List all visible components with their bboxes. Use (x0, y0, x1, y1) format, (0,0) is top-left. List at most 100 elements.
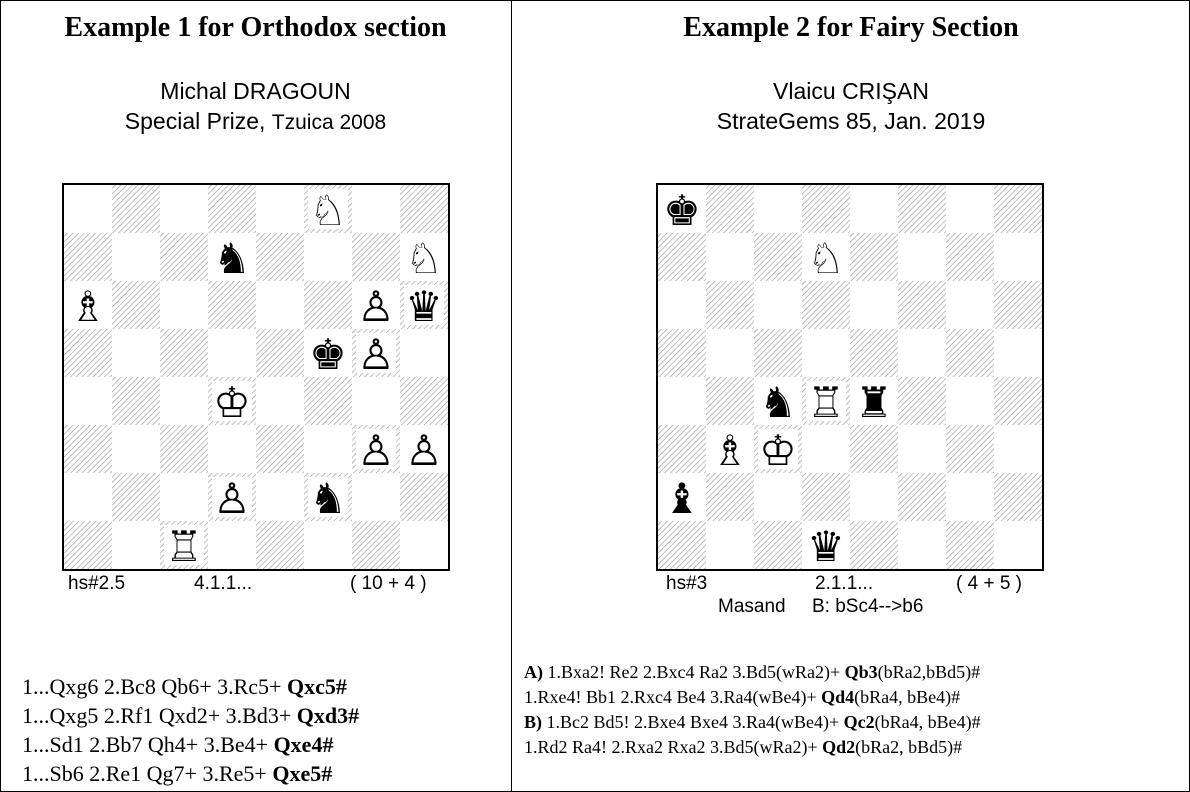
dark-square-h2 (400, 473, 448, 521)
dark-square-a7 (64, 233, 112, 281)
dark-square-h6 (994, 281, 1042, 329)
solution-mate-suffix: (bRa2, bBd5)# (855, 737, 963, 757)
dark-square-a3 (64, 425, 112, 473)
fairy-chess-board: ♚♘♞♖♜♗♔♝♛ (656, 183, 1044, 571)
piece-backdrop-f8 (308, 189, 348, 229)
dark-square-f6 (898, 281, 946, 329)
orthodox-source-small: Tzuica 2008 (271, 111, 387, 134)
piece-backdrop-a8 (662, 189, 702, 229)
dark-square-g5 (946, 329, 994, 377)
piece-backdrop-a6 (68, 285, 108, 325)
orthodox-example-column: Example 1 for Orthodox section Michal DR… (0, 0, 511, 792)
solution-mate-suffix: (bRa4, bBe4)# (874, 712, 981, 732)
dark-square-f2 (898, 473, 946, 521)
dark-square-h8 (994, 185, 1042, 233)
fairy-author: Vlaicu CRIŞAN (773, 78, 929, 104)
dark-square-b8 (112, 185, 160, 233)
solution-mate-move: Qxe4# (273, 732, 334, 757)
dark-square-h4 (400, 377, 448, 425)
dark-square-b4 (706, 377, 754, 425)
dark-square-a7 (658, 233, 706, 281)
dark-square-b2 (706, 473, 754, 521)
orthodox-author: Michal DRAGOUN (160, 78, 351, 104)
piece-backdrop-c3 (758, 429, 798, 469)
orthodox-chess-board: ♘♞♘♗♙♛♚♙♔♙♙♙♞♖ (62, 183, 450, 571)
solution-mate-move: Qb3 (844, 662, 878, 682)
right-board-svg: ♚♘♞♖♜♗♔♝♛ (658, 185, 1042, 569)
black-king-icon: ♚ (309, 330, 347, 379)
dark-square-c3 (160, 425, 208, 473)
white-rook-icon: ♖ (807, 378, 845, 427)
orthodox-solution-line: 1...Qxg5 2.Rf1 Qxd2+ 3.Bd3+ Qxd3# (22, 701, 359, 730)
white-knight-icon: ♘ (807, 234, 845, 283)
dark-square-d8 (208, 185, 256, 233)
orthodox-stipulation: hs#2.5 (68, 573, 126, 594)
dark-square-g3 (946, 425, 994, 473)
dark-square-d8 (802, 185, 850, 233)
piece-backdrop-a2 (662, 477, 702, 517)
white-pawn-icon: ♙ (213, 474, 251, 523)
solution-mate-move: Qxd3# (296, 703, 360, 728)
fairy-solutions: A) 1.Bxa2! Re2 2.Bxc4 Ra2 3.Bd5(wRa2)+ Q… (524, 660, 981, 760)
left-board-svg: ♘♞♘♗♙♛♚♙♔♙♙♙♞♖ (64, 185, 448, 569)
solution-mate-suffix: (bRa2,bBd5)# (877, 662, 981, 682)
solution-moves: 1...Sb6 2.Re1 Qg7+ 3.Re5+ (22, 761, 273, 786)
solution-moves: 1...Sd1 2.Bb7 Qh4+ 3.Be4+ (22, 732, 274, 757)
dark-square-e1 (850, 521, 898, 569)
dark-square-h4 (994, 377, 1042, 425)
black-knight-icon: ♞ (759, 378, 797, 427)
black-knight-icon: ♞ (213, 234, 251, 283)
solution-moves: 1...Qxg5 2.Rf1 Qxd2+ 3.Bd3+ (22, 703, 297, 728)
solution-label: A) (524, 662, 543, 682)
dark-square-a5 (658, 329, 706, 377)
dark-square-b6 (112, 281, 160, 329)
solution-mate-move: Qc2 (843, 712, 875, 732)
black-rook-icon: ♜ (855, 378, 893, 427)
fairy-solution-line: 1.Rxe4! Bb1 2.Rxc4 Be4 3.Ra4(wBe4)+ Qd4(… (524, 685, 981, 710)
solution-moves: 1.Rxe4! Bb1 2.Rxc4 Be4 3.Ra4(wBe4)+ (524, 687, 822, 707)
orthodox-solutions-count: 4.1.1... (194, 573, 253, 594)
orthodox-source: Special Prize, Tzuica 2008 (0, 108, 511, 135)
white-king-icon: ♔ (759, 426, 797, 475)
white-pawn-icon: ♙ (357, 282, 395, 331)
dark-square-e1 (256, 521, 304, 569)
piece-backdrop-g3 (356, 429, 396, 469)
white-bishop-icon: ♗ (69, 282, 107, 331)
orthodox-solution-line: 1...Qxg6 2.Bc8 Qb6+ 3.Rc5+ Qxc5# (22, 672, 359, 701)
dark-square-c7 (754, 233, 802, 281)
piece-backdrop-h3 (404, 429, 444, 469)
orthodox-source-main: Special Prize, (124, 108, 272, 134)
piece-backdrop-d1 (806, 525, 846, 565)
white-rook-icon: ♖ (165, 522, 203, 569)
dark-square-d2 (802, 473, 850, 521)
dark-square-c5 (160, 329, 208, 377)
dark-square-c5 (754, 329, 802, 377)
piece-backdrop-c1 (164, 525, 204, 565)
orthodox-solution-line: 1...Sb6 2.Re1 Qg7+ 3.Re5+ Qxe5# (22, 759, 359, 788)
dark-square-d6 (208, 281, 256, 329)
black-queen-icon: ♛ (405, 282, 443, 331)
fairy-solution-line: 1.Rd2 Ra4! 2.Rxa2 Rxa2 3.Bd5(wRa2)+ Qd2(… (524, 735, 981, 760)
dark-square-g7 (352, 233, 400, 281)
solution-mate-move: Qxe5# (272, 761, 333, 786)
orthodox-solutions: 1...Qxg6 2.Bc8 Qb6+ 3.Rc5+ Qxc5#1...Qxg5… (22, 672, 359, 788)
dark-square-e7 (850, 233, 898, 281)
white-knight-icon: ♘ (309, 186, 347, 235)
dark-square-f4 (304, 377, 352, 425)
solution-label: B) (524, 712, 542, 732)
solution-moves: 1.Bc2 Bd5! 2.Bxe4 Bxe4 3.Ra4(wBe4)+ (542, 712, 844, 732)
orthodox-solution-line: 1...Sd1 2.Bb7 Qh4+ 3.Be4+ Qxe4# (22, 730, 359, 759)
piece-backdrop-e4 (854, 381, 894, 421)
white-pawn-icon: ♙ (357, 330, 395, 379)
piece-backdrop-d2 (212, 477, 252, 517)
piece-backdrop-g6 (356, 285, 396, 325)
orthodox-heading: Example 1 for Orthodox section (64, 12, 447, 43)
dark-square-a3 (658, 425, 706, 473)
fairy-solution-line: B) 1.Bc2 Bd5! 2.Bxe4 Bxe4 3.Ra4(wBe4)+ Q… (524, 710, 981, 735)
dark-square-f8 (898, 185, 946, 233)
dark-square-b6 (706, 281, 754, 329)
piece-backdrop-d4 (806, 381, 846, 421)
piece-backdrop-h6 (404, 285, 444, 325)
fairy-source: StrateGems 85, Jan. 2019 (716, 108, 986, 134)
black-knight-icon: ♞ (309, 474, 347, 523)
